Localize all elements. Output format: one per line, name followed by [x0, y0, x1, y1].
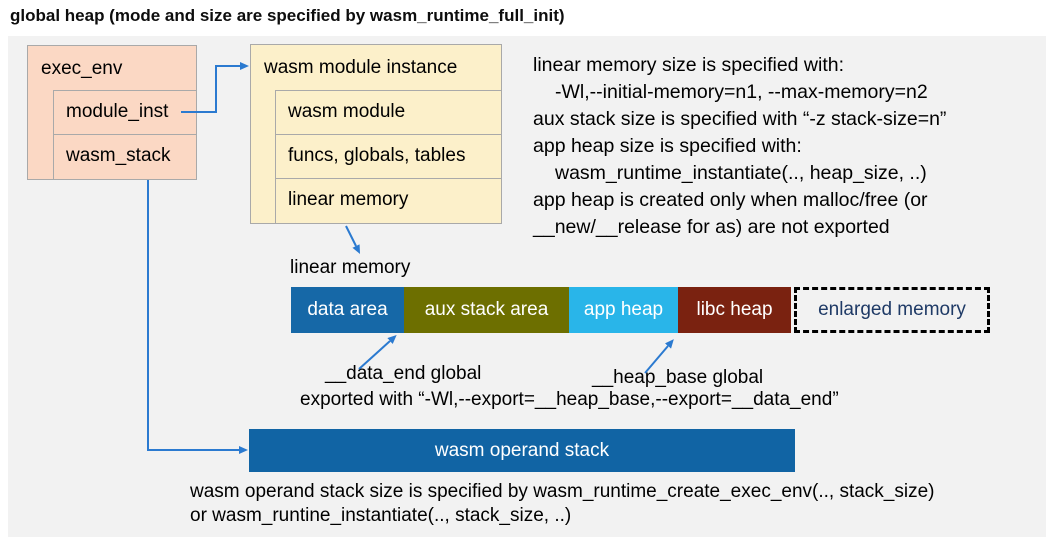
- wasm-module-box: wasm module: [275, 90, 502, 135]
- libc-heap-segment: libc heap: [678, 287, 791, 333]
- heap-base-global-label: __heap_base global: [592, 367, 764, 388]
- exec-env-header: exec_env: [41, 58, 123, 79]
- note-line: app heap size is specified with:: [533, 135, 802, 157]
- note-line: -Wl,--initial-memory=n1, --max-memory=n2: [555, 81, 928, 103]
- notes-block: linear memory size is specified with: -W…: [533, 52, 946, 241]
- module-inst-box: module_inst: [53, 90, 197, 135]
- wasm-stack-box: wasm_stack: [53, 134, 197, 180]
- aux-stack-area-segment: aux stack area: [404, 287, 569, 333]
- note-line: wasm_runtime_instantiate(.., heap_size, …: [555, 162, 927, 184]
- linear-memory-bar: data area aux stack area app heap libc h…: [291, 287, 990, 333]
- note-line: linear memory size is specified with:: [533, 54, 845, 76]
- enlarged-memory-segment: enlarged memory: [794, 287, 990, 333]
- module-instance-header: wasm module instance: [264, 57, 458, 78]
- data-end-global-label: __data_end global: [325, 363, 482, 384]
- note-line: app heap is created only when malloc/fre…: [533, 189, 928, 211]
- linear-memory-label: linear memory: [290, 257, 411, 278]
- linear-memory-box: linear memory: [275, 178, 502, 224]
- note-line: aux stack size is specified with “-z sta…: [533, 108, 947, 130]
- operand-stack-note-line2: or wasm_runtine_instantiate(.., stack_si…: [190, 505, 572, 526]
- diagram-title: global heap (mode and size are specified…: [10, 6, 565, 25]
- data-area-segment: data area: [291, 287, 404, 333]
- export-note: exported with “-Wl,--export=__heap_base,…: [300, 389, 839, 410]
- wasm-operand-stack-bar: wasm operand stack: [249, 429, 795, 472]
- funcs-globals-tables-box: funcs, globals, tables: [275, 134, 502, 179]
- note-line: __new/__release for as) are not exported: [533, 216, 890, 238]
- app-heap-segment: app heap: [569, 287, 678, 333]
- operand-stack-note-line1: wasm operand stack size is specified by …: [190, 481, 935, 502]
